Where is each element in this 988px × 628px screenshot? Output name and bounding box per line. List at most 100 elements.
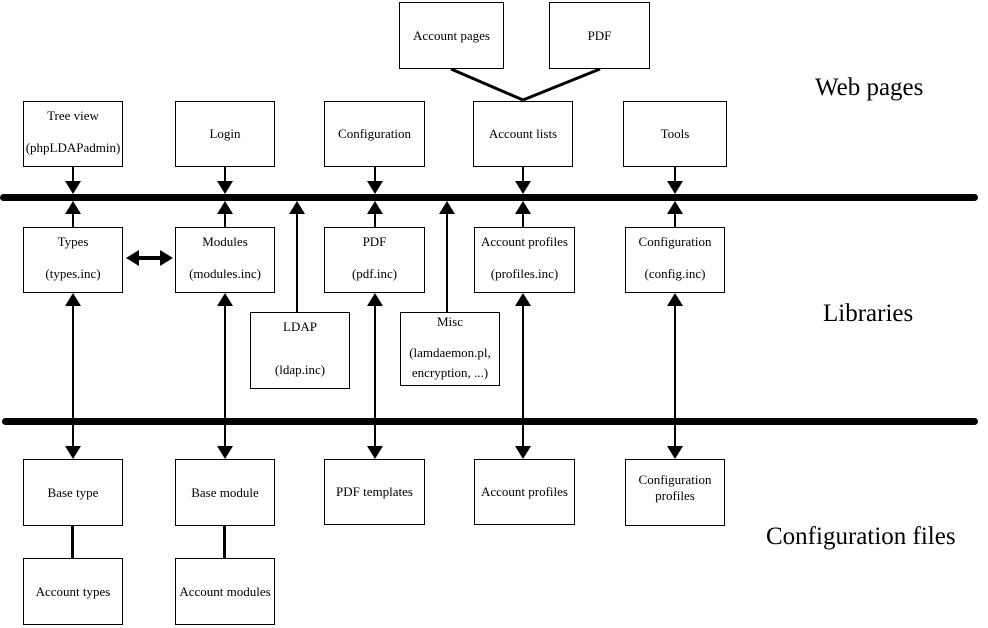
node-sublabel: profiles [655, 487, 695, 503]
arrow-types-base-type-stem [72, 305, 74, 446]
node-account-lists: Account lists [473, 101, 573, 167]
node-label: Types [57, 234, 89, 249]
node-sublabel: (types.inc) [45, 266, 101, 281]
node-label: LDAP [283, 319, 317, 334]
arrow-tools-bus-head-down [667, 181, 683, 194]
arrow-configuration-lib-profiles-stem [674, 305, 676, 446]
node-sublabel: (pdf.inc) [351, 266, 398, 281]
node-label: Account profiles [480, 234, 568, 249]
arrow-misc-bus-stem [446, 213, 448, 312]
node-label: Tree view [47, 108, 99, 123]
arrow-types-bus-head-up [65, 201, 81, 214]
node-pdf-lib: PDF (pdf.inc) [324, 227, 425, 293]
account-pages-to-account-lists-line [450, 67, 524, 102]
arrow-login-bus-stem [224, 167, 226, 182]
node-configuration-profiles: Configuration profiles [625, 459, 725, 526]
node-modules: Modules (modules.inc) [175, 227, 275, 293]
arrow-types-base-type-head-up [65, 293, 81, 306]
arrow-configuration-lib-bus-stem [674, 213, 676, 227]
node-sublabel: (config.inc) [644, 266, 706, 281]
arrow-types-modules-head-left [126, 250, 139, 266]
arrow-pdf-lib-pdf-templates-head-up [367, 293, 383, 306]
arrow-tools-bus-stem [674, 167, 676, 182]
web-library-bus-line [0, 194, 978, 201]
arrow-account-profiles-lib-files-head-up [515, 293, 531, 306]
arrow-configuration-lib-bus-head-up [667, 201, 683, 214]
node-label: Account pages [413, 27, 490, 43]
arrow-ldap-bus-stem [296, 213, 298, 312]
arrow-types-modules-stem [136, 256, 164, 260]
arrow-modules-base-module-head-up [217, 293, 233, 306]
node-label: Account modules [179, 583, 271, 599]
link-base-module-account-modules [223, 526, 226, 558]
node-configuration-page: Configuration [324, 101, 425, 167]
arrow-configuration-lib-profiles-head-up [667, 293, 683, 306]
arrow-tree-view-bus-stem [72, 167, 74, 182]
node-label: Configuration [638, 234, 712, 249]
arrow-modules-base-module-stem [224, 305, 226, 446]
node-sublabel: (ldap.inc) [274, 362, 326, 377]
node-configuration-lib: Configuration (config.inc) [625, 227, 725, 293]
arrow-types-bus-stem [72, 213, 74, 227]
arrow-account-profiles-bus-head-up [515, 201, 531, 214]
node-account-types: Account types [23, 558, 123, 625]
arrow-misc-bus-head-up [439, 201, 455, 214]
node-types: Types (types.inc) [23, 227, 123, 293]
section-label-web-pages: Web pages [815, 74, 924, 101]
node-label: Account types [35, 583, 111, 599]
node-label: PDF templates [336, 484, 413, 499]
node-login: Login [175, 101, 275, 167]
node-misc: Misc (lamdaemon.pl, encryption, ...) [400, 312, 500, 386]
node-base-module: Base module [175, 459, 275, 526]
arrow-modules-bus-stem [224, 213, 226, 227]
section-label-libraries: Libraries [823, 300, 914, 327]
arrow-tree-view-bus-head-down [65, 181, 81, 194]
arrow-configuration-bus-head-down [367, 181, 383, 194]
node-sublabel2: encryption, ...) [411, 365, 489, 380]
pdf-to-account-lists-line [522, 67, 601, 102]
node-ldap: LDAP (ldap.inc) [250, 312, 350, 389]
node-label: Base type [47, 484, 99, 500]
library-config-bus-line [2, 418, 978, 425]
arrow-configuration-bus-stem [374, 167, 376, 182]
arrow-types-base-type-head-down [65, 446, 81, 459]
node-label: PDF [362, 234, 387, 249]
node-label: Account profiles [480, 484, 568, 499]
node-account-pages: Account pages [399, 2, 504, 69]
node-label: Account lists [488, 126, 558, 141]
arrow-account-profiles-lib-files-stem [522, 305, 524, 446]
arrow-pdf-lib-pdf-templates-head-down [367, 446, 383, 459]
node-tree-view: Tree view (phpLDAPadmin) [23, 101, 123, 167]
node-label: Misc [437, 314, 463, 329]
arrow-pdf-lib-pdf-templates-stem [374, 305, 376, 446]
arrow-account-lists-bus-head-down [515, 181, 531, 194]
node-pdf-templates: PDF templates [324, 459, 425, 525]
node-account-modules: Account modules [175, 558, 275, 625]
link-base-type-account-types [71, 526, 74, 558]
node-label: Modules [202, 234, 248, 249]
node-label: Configuration [338, 126, 411, 141]
arrow-types-modules-head-right [160, 250, 173, 266]
node-pdf-page: PDF [549, 2, 650, 69]
arrow-configuration-lib-profiles-head-down [667, 446, 683, 459]
arrow-pdf-lib-bus-stem [374, 213, 376, 227]
arrow-account-profiles-lib-files-head-down [515, 446, 531, 459]
arrow-modules-bus-head-up [217, 201, 233, 214]
section-label-configuration-files: Configuration files [766, 523, 956, 550]
node-label: Login [209, 126, 241, 141]
node-sublabel: (lamdaemon.pl, [409, 345, 491, 360]
node-sublabel: (phpLDAPadmin) [25, 140, 121, 155]
arrow-ldap-bus-head-up [289, 201, 305, 214]
node-tools: Tools [623, 101, 727, 167]
arrow-modules-base-module-head-down [217, 446, 233, 459]
node-label: PDF [587, 27, 612, 43]
node-label: Configuration [638, 471, 712, 487]
node-account-profiles-lib: Account profiles (profiles.inc) [474, 227, 575, 293]
node-sublabel: (modules.inc) [189, 266, 261, 281]
arrow-pdf-lib-bus-head-up [367, 201, 383, 214]
arrow-account-lists-bus-stem [522, 167, 524, 182]
node-base-type: Base type [23, 459, 123, 526]
arrow-account-profiles-bus-stem [522, 213, 524, 227]
